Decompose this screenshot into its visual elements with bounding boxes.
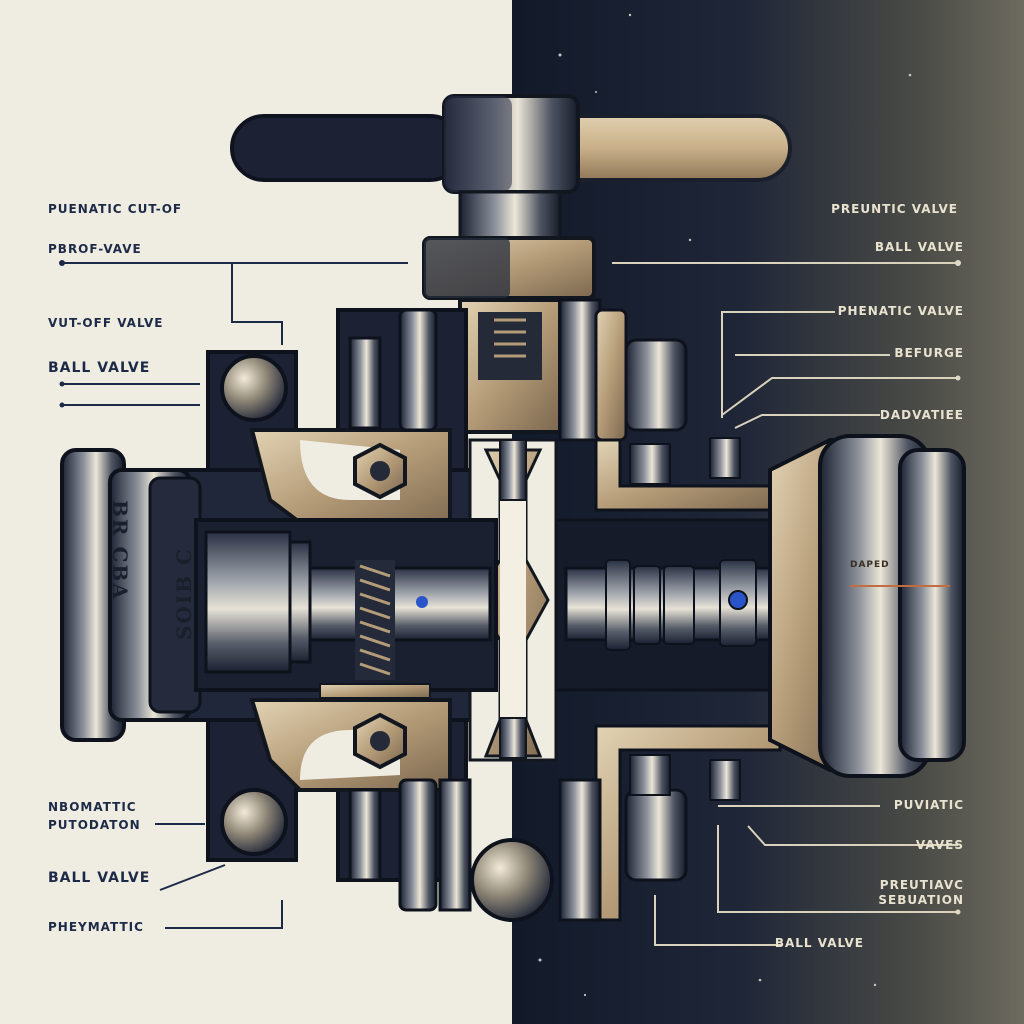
leader-line (165, 900, 283, 929)
left-label-6: PUTODATON (48, 818, 141, 832)
right-label-9: SEBUATION (878, 893, 964, 907)
left-bore (194, 518, 498, 699)
leader-dot (955, 375, 961, 381)
right-label-5: DADVATIEE (879, 408, 964, 422)
leader-line (721, 377, 958, 416)
star-speckles (538, 13, 912, 997)
leader-lines-right (612, 262, 958, 946)
left-label-3: VUT-OFF VALVE (48, 316, 164, 330)
right-flange (768, 434, 966, 778)
hex-nut (353, 442, 407, 770)
leader-line (721, 311, 835, 418)
left-label-7: BALL VALVE (48, 870, 151, 886)
bonnet (458, 298, 562, 434)
right-label-1: PREUNTIC VALVE (831, 202, 958, 216)
left-columns (348, 308, 472, 912)
left-label-2: PBROF-VAVE (48, 242, 142, 256)
left-label-5: NBOMATTIC (48, 800, 137, 814)
leader-dot (59, 402, 65, 408)
leader-dot (955, 909, 961, 915)
leader-dot (955, 260, 961, 266)
leader-line (747, 825, 958, 846)
leader-dot (59, 260, 65, 266)
ball-element (220, 354, 554, 922)
leader-line (220, 262, 283, 345)
body-engraving-top: BR CBA (108, 500, 132, 601)
right-label-7: VAVES (915, 838, 964, 852)
left-flange (60, 448, 202, 742)
valve-handle (230, 94, 792, 194)
flange-engraving: DAPED (850, 560, 890, 570)
right-body (558, 298, 782, 922)
left-label-8: PHEYMATTIC (48, 920, 144, 934)
leader-line (734, 414, 880, 429)
leader-lines-left (62, 262, 408, 929)
leader-line (654, 895, 782, 946)
valve-stem (422, 190, 596, 300)
right-label-6: PUVIATIC (893, 798, 964, 812)
right-label-8: PREUTIAVC (879, 878, 964, 892)
body-engraving-bottom: SOIB C (172, 546, 196, 640)
left-label-4: BALL VALVE (48, 360, 151, 376)
leader-dot (59, 381, 65, 387)
leader-line (717, 825, 958, 913)
leader-line (159, 864, 226, 891)
right-label-3: PHENATIC VALVE (837, 304, 964, 318)
left-label-1: PUENATIC CUT-OF (48, 202, 183, 216)
right-label-4: BEFURGE (894, 346, 964, 360)
right-label-2: BALL VALVE (874, 240, 964, 254)
right-label-10: BALL VALVE (774, 936, 864, 950)
